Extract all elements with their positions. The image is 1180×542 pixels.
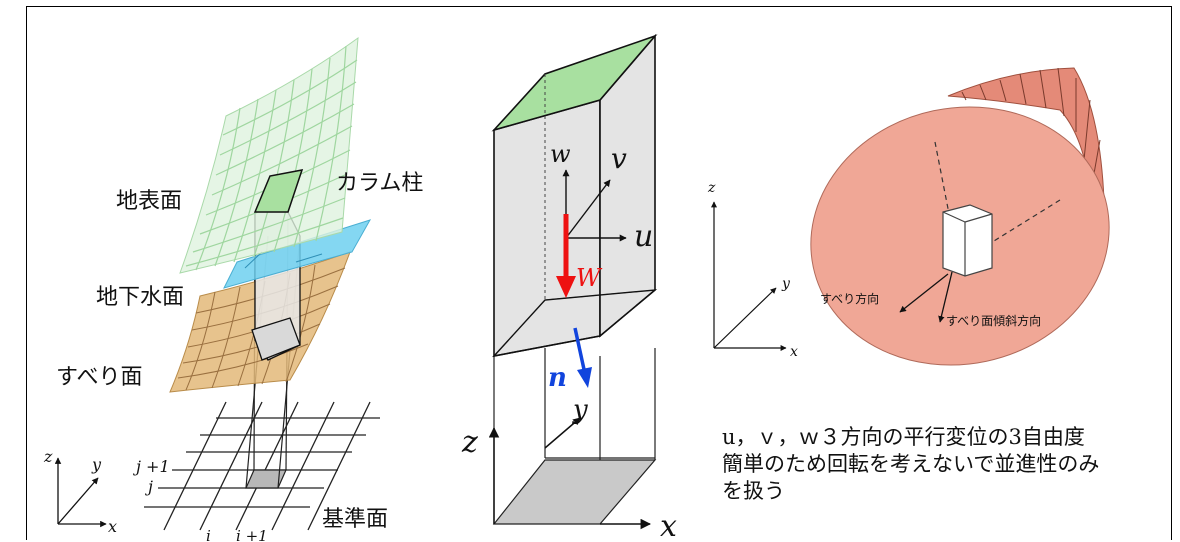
left-column-top (253, 169, 304, 213)
middle-column-front (493, 98, 601, 357)
figure-frame (26, 6, 1172, 540)
note-line-2: 簡単のため回転を考えないで並進性のみ (722, 452, 1100, 476)
label-column: カラム柱 (336, 171, 423, 196)
note-line-1: u，ｖ，ｗ３方向の平行変位の3自由度 (722, 425, 1085, 449)
middle-axis-x: x (660, 509, 677, 542)
weight-arrow (556, 214, 576, 298)
middle-column-top (491, 34, 658, 132)
right-axis-x: x (790, 344, 798, 360)
vector-v-label: v (611, 142, 627, 175)
label-slope-direction: すべり面傾斜方向 (946, 313, 1041, 328)
middle-global-axes (488, 417, 652, 530)
right-axis-y: y (781, 276, 791, 292)
vector-u-label: u (634, 219, 653, 254)
weight-label: W (576, 264, 603, 292)
degrees-of-freedom-note: u，ｖ，ｗ３方向の平行変位の3自由度 簡単のため回転を考えないで並進性のみ を扱… (722, 424, 1099, 505)
middle-axis-z: z (461, 425, 478, 460)
left-axis-z: z (43, 447, 53, 466)
label-datum: 基準面 (322, 507, 388, 532)
note-line-3: を扱う (722, 479, 785, 503)
label-slip-surface: すべり面 (56, 365, 142, 390)
right-axis-z: z (707, 180, 716, 196)
index-j-plus-1: j +1 (133, 457, 170, 476)
index-i-plus-1: i +1 (236, 527, 268, 542)
vector-w-label: w (550, 140, 571, 168)
left-axis-x: x (108, 517, 117, 536)
base-cell (245, 469, 287, 489)
label-ground-surface: 地表面 (116, 189, 182, 214)
label-slip-direction: すべり方向 (820, 291, 879, 306)
lower-column-base (492, 459, 657, 525)
normal-label: n (548, 363, 567, 393)
label-groundwater: 地下水面 (96, 285, 184, 310)
left-panel (54, 36, 380, 531)
right-panel (711, 67, 1110, 366)
middle-column-bottom (492, 289, 658, 358)
middle-axis-y: y (572, 395, 588, 425)
left-axis-y: y (91, 455, 102, 474)
normal-arrow (573, 327, 592, 388)
index-i: i (206, 527, 211, 542)
middle-panel (488, 33, 658, 530)
left-axes (54, 457, 107, 528)
right-column (942, 204, 993, 277)
index-j: j (145, 477, 153, 496)
left-column-slip-cell (251, 317, 301, 361)
right-axes (711, 201, 787, 351)
